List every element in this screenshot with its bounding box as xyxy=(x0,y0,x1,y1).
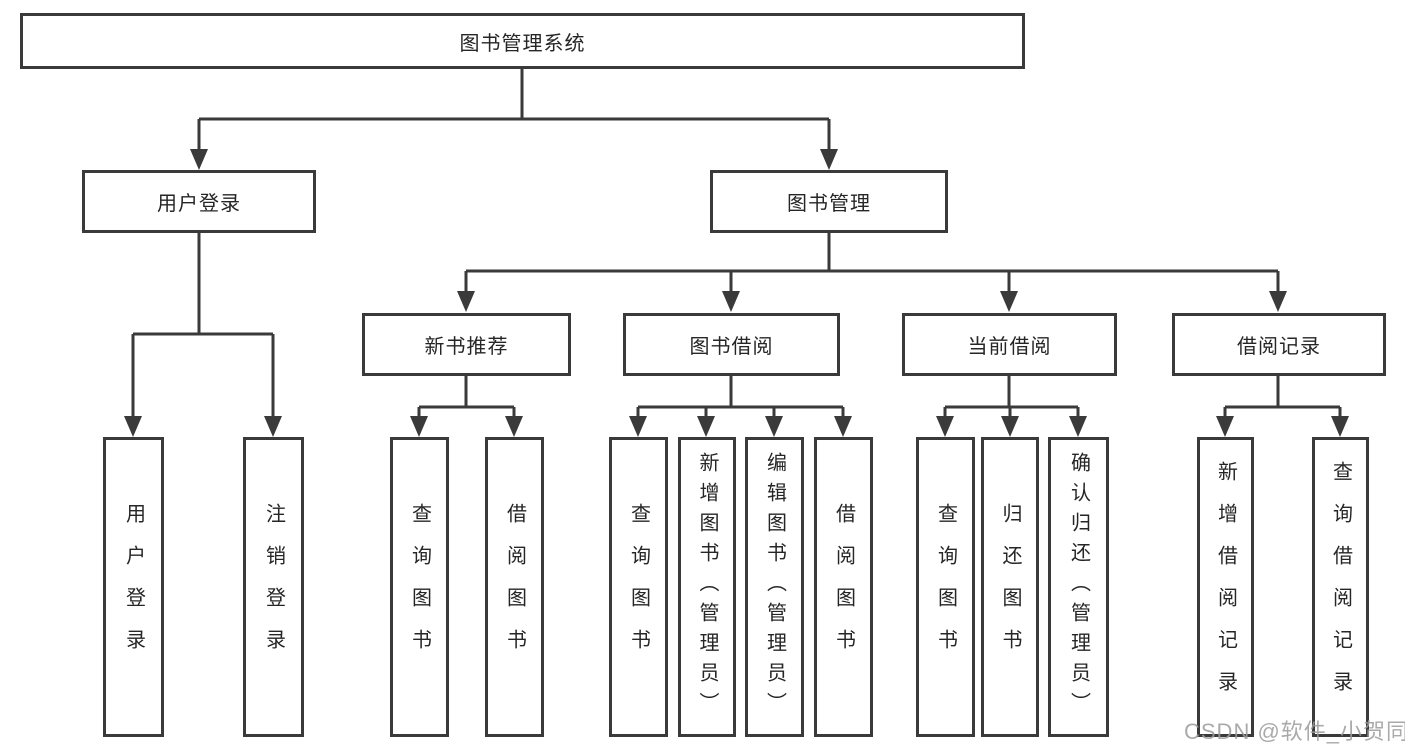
leaf-query-books-current: 查询图书 xyxy=(916,437,975,737)
node-new-book-recommend: 新书推荐 xyxy=(362,313,571,376)
node-user-login: 用户登录 xyxy=(82,170,316,233)
leaf-label: 借阅图书 xyxy=(503,503,526,671)
leaf-query-books-recommend: 查询图书 xyxy=(390,437,449,737)
leaf-add-books-admin: 新增图书（管理员） xyxy=(678,437,736,737)
node-root-system: 图书管理系统 xyxy=(20,13,1025,69)
node-book-borrow: 图书借阅 xyxy=(623,313,840,376)
node-borrow-records: 借阅记录 xyxy=(1172,313,1386,376)
leaf-user-login: 用户登录 xyxy=(103,437,164,737)
leaf-label: 查询图书 xyxy=(408,503,431,671)
leaf-borrow-books-recommend: 借阅图书 xyxy=(485,437,544,737)
leaf-logout-label: 注销登录 xyxy=(262,503,285,671)
leaf-return-books: 归还图书 xyxy=(981,437,1039,737)
leaf-label: 新增借阅记录 xyxy=(1214,461,1237,713)
csdn-watermark: CSDN @软件_小贺同学 xyxy=(1184,719,1405,744)
leaf-label: 确认归还（管理员） xyxy=(1067,452,1090,722)
leaf-label: 新增图书（管理员） xyxy=(696,452,718,722)
leaf-label: 查询图书 xyxy=(934,503,957,671)
leaf-label: 借阅图书 xyxy=(832,503,855,671)
node-current-borrow: 当前借阅 xyxy=(902,313,1117,376)
leaf-edit-books-admin: 编辑图书（管理员） xyxy=(745,437,804,737)
node-book-management: 图书管理 xyxy=(710,170,948,233)
leaf-label: 查询图书 xyxy=(627,503,650,671)
leaf-query-borrow-record: 查询借阅记录 xyxy=(1312,437,1369,737)
leaf-label: 编辑图书（管理员） xyxy=(763,452,786,722)
leaf-logout: 注销登录 xyxy=(243,437,304,737)
leaf-label: 查询借阅记录 xyxy=(1329,461,1352,713)
leaf-borrow-books: 借阅图书 xyxy=(814,437,873,737)
leaf-label: 归还图书 xyxy=(999,503,1021,671)
leaf-confirm-return-admin: 确认归还（管理员） xyxy=(1048,437,1109,737)
leaf-query-books-borrow: 查询图书 xyxy=(609,437,668,737)
leaf-user-login-label: 用户登录 xyxy=(122,503,145,671)
leaf-add-borrow-record: 新增借阅记录 xyxy=(1197,437,1254,737)
